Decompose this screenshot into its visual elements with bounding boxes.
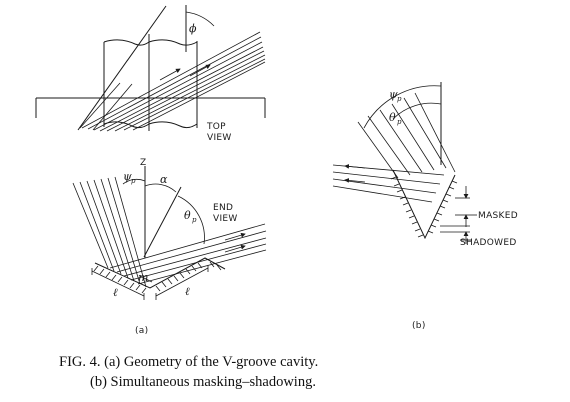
top-view-label-2: VIEW [207,133,232,143]
end-view-reflected-rays [109,223,267,285]
z-axis-label: Z [140,158,146,168]
psi-b-label: ψ [389,88,398,101]
shadowed-label: SHADOWED [460,238,517,248]
end-view-label-2: VIEW [213,214,238,224]
panel-a-label: (a) [135,326,148,336]
panel-b-reflected-rays [332,164,445,203]
end-view-incident-rays [72,176,147,288]
groove-hatching [93,261,222,294]
theta-b-label: θ [389,111,396,124]
l-right-label: ℓ [185,285,190,298]
phi-label: ϕ [189,22,197,35]
panel-b-incident-rays [357,92,456,179]
l-left-label: ℓ [113,286,118,299]
m-label: m [138,271,148,284]
theta-b-subscript: p [397,118,402,126]
masked-label: MASKED [478,211,518,221]
psi-subscript: p [131,177,136,185]
caption-line-2: (b) Simultaneous masking–shadowing. [90,374,316,390]
groove-b-hatching [390,176,458,238]
end-view: Z ψ p α θ p [72,158,267,336]
caption-line-1: FIG. 4. (a) Geometry of the V-groove cav… [59,354,318,370]
top-view-label: TOP [206,122,226,132]
theta-subscript: p [192,216,197,224]
top-view-rays [81,31,266,132]
end-view-label: END [213,203,233,213]
theta-label: θ [184,209,191,222]
alpha-label: α [160,173,168,186]
panel-b: ψ p θ p [332,82,518,331]
panel-b-label: (b) [412,321,426,331]
psi-label: ψ [123,170,132,183]
psi-b-subscript: p [397,95,402,103]
top-view: ϕ TOP VIEW [35,5,266,143]
